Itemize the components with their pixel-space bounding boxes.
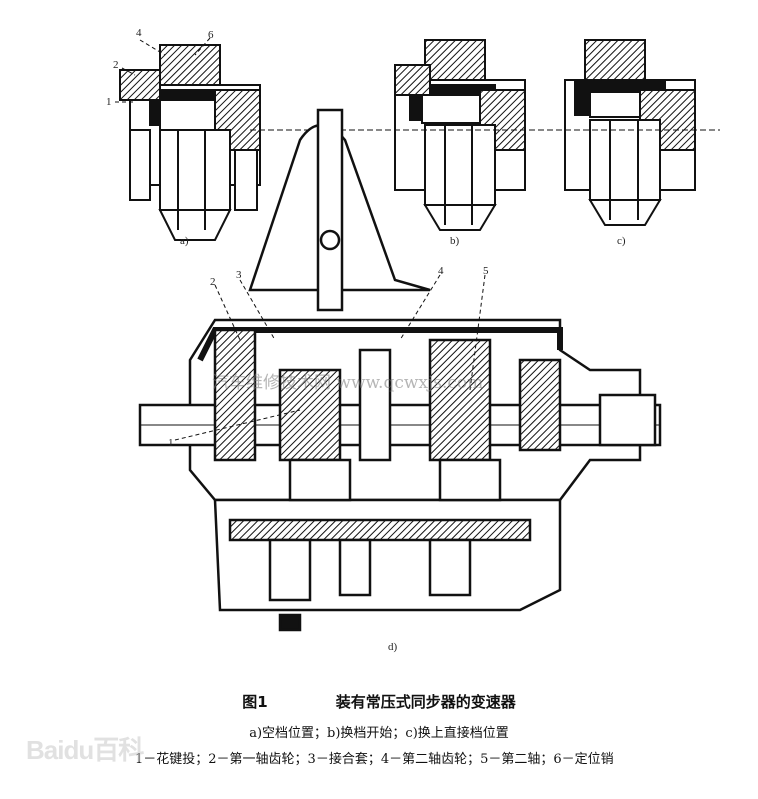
watermark: 汽车维修技术网 www.qcwxjs.com: [212, 373, 483, 393]
panel-label-b: b): [450, 235, 460, 247]
figure-caption-title: 图1 装有常压式同步器的变速器: [0, 691, 758, 712]
panel-label-c: c): [617, 235, 626, 247]
synchronizer-detail-b: [394, 39, 526, 231]
leader-lines: [115, 37, 486, 441]
synchronizer-detail-c: [564, 39, 696, 226]
marker-a-6: 6: [208, 29, 214, 41]
marker-d-3: 3: [236, 269, 242, 281]
marker-a-2: 2: [113, 59, 119, 71]
panel-label-a: a): [180, 235, 189, 247]
marker-d-4: 4: [438, 265, 444, 277]
gearbox-cross-section: [138, 108, 662, 632]
marker-a-4: 4: [136, 27, 142, 39]
figure-title: 装有常压式同步器的变速器: [335, 693, 516, 711]
synchronizer-detail-a: [119, 44, 261, 241]
marker-d-1: 1: [168, 437, 174, 449]
figure-legend: 1－花键投；2－第一轴齿轮；3－接合套；4－第二轴齿轮；5－第二轴；6－定位销: [135, 752, 614, 767]
marker-d-5: 5: [483, 265, 489, 277]
figure-subtitle: a)空档位置；b)换档开始；c)换上直接档位置: [249, 726, 509, 741]
marker-d-2: 2: [210, 276, 216, 288]
marker-a-1: 1: [106, 96, 112, 108]
gearbox-diagram: 汽车维修技术网 www.qcwxjs.com a) b) c) d) 4 6 2…: [106, 27, 720, 653]
figure-number: 图1: [242, 693, 268, 711]
panel-label-d: d): [388, 641, 398, 653]
baidu-baike-logo: Baidu百科: [26, 735, 144, 765]
